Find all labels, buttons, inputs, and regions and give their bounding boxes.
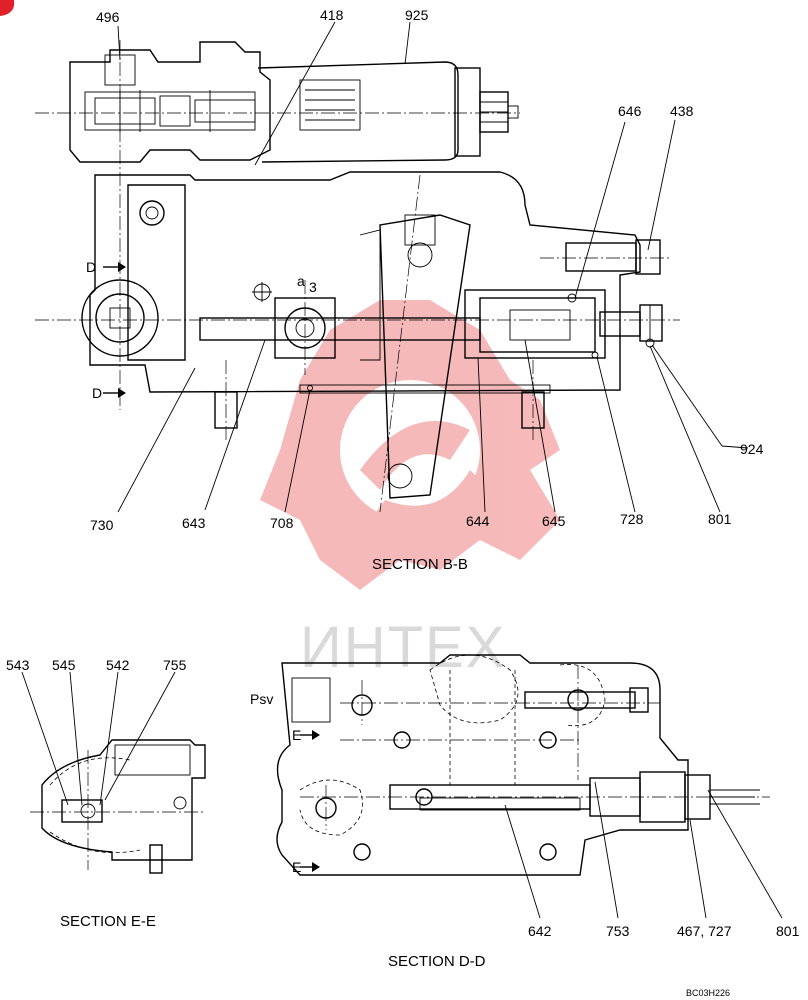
part-543-label: 543 xyxy=(6,657,30,673)
watermark-gear-logo xyxy=(260,300,560,590)
part-801-dd-label: 801 xyxy=(776,923,800,939)
section-mark-d-top: D xyxy=(86,259,96,275)
section-mark-d-bottom: D xyxy=(92,385,102,401)
section-ee-drawing xyxy=(30,739,206,874)
part-545-label: 545 xyxy=(52,657,76,673)
mark-a: a xyxy=(297,273,305,289)
part-801-label: 801 xyxy=(708,511,732,527)
corner-badge xyxy=(0,0,15,16)
part-642-label: 642 xyxy=(528,923,552,939)
drawing-code: BC03H226 xyxy=(686,988,730,998)
part-728-label: 728 xyxy=(620,511,644,527)
watermark-text: ИНТЕХ xyxy=(300,615,506,680)
part-467-727-label: 467, 727 xyxy=(677,923,732,939)
section-bb-drawing xyxy=(35,40,680,513)
section-dd-title: SECTION D-D xyxy=(388,953,486,970)
part-542-label: 542 xyxy=(106,657,130,673)
mark-3: 3 xyxy=(309,279,317,295)
part-730-label: 730 xyxy=(90,517,114,533)
part-753-label: 753 xyxy=(606,923,630,939)
part-438-label: 438 xyxy=(670,103,694,119)
part-924-label: 924 xyxy=(740,441,764,457)
port-psv-label: Psv xyxy=(250,691,273,707)
section-ee-title: SECTION E-E xyxy=(60,913,156,930)
part-496-label: 496 xyxy=(96,9,120,25)
part-925-label: 925 xyxy=(405,7,429,23)
part-755-label: 755 xyxy=(163,657,187,673)
part-646-label: 646 xyxy=(618,103,642,119)
section-dd-drawing xyxy=(276,654,770,876)
section-bb-leaders xyxy=(117,21,749,513)
section-dd-leaders xyxy=(504,781,783,919)
part-708-label: 708 xyxy=(270,515,294,531)
section-ee-leaders xyxy=(21,671,176,806)
part-644-label: 644 xyxy=(466,513,490,529)
section-mark-e-bottom: E xyxy=(292,859,301,875)
section-mark-e-top: E xyxy=(292,727,301,743)
part-418-label: 418 xyxy=(320,7,344,23)
part-645-label: 645 xyxy=(542,513,566,529)
section-bb-title: SECTION B-B xyxy=(372,556,468,573)
part-643-label: 643 xyxy=(182,515,206,531)
